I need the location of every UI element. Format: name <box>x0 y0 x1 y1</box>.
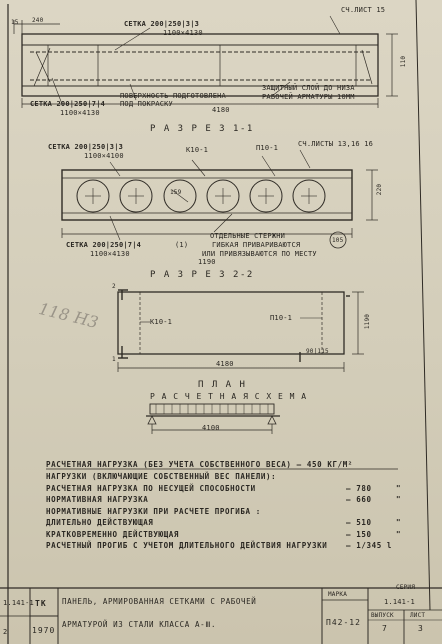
s1-cover-note-1: ЗАЩИТНЫЙ СЛОЙ ДО НИЗА <box>262 84 355 92</box>
load-row-value: — 510 <box>346 518 372 527</box>
plan-outline <box>117 289 364 372</box>
load-row-label: ДЛИТЕЛЬНО ДЕЙСТВУЮЩАЯ <box>46 518 154 527</box>
s2-rods-note-2: ГИБКАЯ ПРИВАРИВАЮТСЯ <box>212 241 301 249</box>
plan-cut-1: 1 <box>112 356 116 363</box>
s2-rods-note-3: ИЛИ ПРИВЯЗЫВАЮТСЯ ПО МЕСТУ <box>202 250 317 258</box>
s1-length: 4180 <box>212 106 230 114</box>
tb-issue-head: ВЫПУСК <box>371 612 394 619</box>
dim-15: 15 <box>11 19 19 26</box>
calc-scheme-title: Р А С Ч Е Т Н А Я С Х Е М А <box>150 392 308 401</box>
sheet-ref-label: СЧ.ЛИСТ 15 <box>341 6 386 14</box>
s2-mark-1: (1) <box>175 241 189 249</box>
load-row-label: РАСЧЕТНАЯ НАГРУЗКА ПО НЕСУЩЕЙ СПОСОБНОСТ… <box>46 484 256 493</box>
s1-cover-note-2: РАБОЧЕЙ АРМАТУРЫ 10ММ <box>262 93 355 101</box>
load-row-unit: " <box>396 530 402 539</box>
load-row-label: РАСЧЕТНЫЙ ПРОГИБ С УЧЕТОМ ДЛИТЕЛЬНОГО ДЕ… <box>46 541 328 550</box>
load-row-value: — 150 <box>346 530 372 539</box>
s2-sheets-ref: СЧ.ЛИСТЫ 13,16 16 <box>298 140 374 148</box>
load-row-value: — 1/345 l <box>346 541 393 550</box>
s1-surface-note-1: ПОВЕРХНОСТЬ ПОДГОТОВЛЕНА <box>120 92 226 100</box>
plan-cut-2: 2 <box>112 283 116 290</box>
s2-rods-note-1: ОТДЕЛЬНЫЕ СТЕРЖНИ <box>210 232 286 240</box>
tb-series: 1.141-1 <box>384 598 415 606</box>
tb-issue: 7 <box>382 624 388 633</box>
tb-desc-2: АРМАТУРОЙ ИЗ СТАЛИ КЛАССА А-Ⅲ. <box>62 620 217 629</box>
load-row-label: НАГРУЗКИ (ВКЛЮЧАЮЩИЕ СОБСТВЕННЫЙ ВЕС ПАН… <box>46 472 277 481</box>
plan-title: П Л А Н <box>198 380 247 390</box>
load-row-unit: " <box>396 484 402 493</box>
s1-mesh-top-size: 1100×4130 <box>163 29 203 37</box>
plan-frame-k: К10-1 <box>150 318 173 326</box>
s2-width: 1190 <box>198 258 216 266</box>
tb-sheet-head: ЛИСТ <box>410 612 426 619</box>
s2-void-dim: 159 <box>170 189 182 196</box>
s2-mesh-top-size: 1100×4100 <box>84 152 124 160</box>
calc-scheme-outline <box>146 403 280 434</box>
tb-desc-1: ПАНЕЛЬ, АРМИРОВАННАЯ СЕТКАМИ С РАБОЧЕЙ <box>62 597 257 606</box>
s1-mesh-bottom: СЕТКА 200|250|7|4 <box>30 100 106 108</box>
s2-height: 220 <box>376 183 384 196</box>
tb-mark: П42-12 <box>326 618 361 627</box>
s1-mesh-top: СЕТКА 200|250|3|3 <box>124 20 200 28</box>
plan-frame-p: П10-1 <box>270 314 293 322</box>
title-block-frame <box>0 587 442 644</box>
s2-frame-k: К10-1 <box>186 146 209 154</box>
plan-length: 4180 <box>216 360 234 368</box>
dim-240: 240 <box>32 17 44 24</box>
s2-circle-ref: 105 <box>332 237 344 244</box>
section-1-1-outline <box>13 15 398 108</box>
section-2-2-outline <box>61 149 378 249</box>
tb-year: 1970 <box>32 626 56 635</box>
calc-scheme-span: 4100 <box>202 424 220 432</box>
load-row-label: НОРМАТИВНЫЕ НАГРУЗКИ ПРИ РАСЧЕТЕ ПРОГИБА… <box>46 507 261 516</box>
s2-mesh-bottom: СЕТКА 200|250|7|4 <box>66 241 142 249</box>
s2-title: Р А З Р Е З 2-2 <box>150 270 254 280</box>
tb-left-bottom: 2 <box>3 628 8 636</box>
load-row-label: КРАТКОВРЕМЕННО ДЕЙСТВУЮЩАЯ <box>46 530 179 539</box>
tb-left-top: 1.141-1 <box>3 599 34 607</box>
load-row-label: НОРМАТИВНАЯ НАГРУЗКА <box>46 495 149 504</box>
s2-frame-p: П10-1 <box>256 144 279 152</box>
load-row-unit: " <box>396 518 402 527</box>
load-row-unit: " <box>396 495 402 504</box>
s1-surface-note-2: ПОД ПОКРАСКУ <box>120 100 173 108</box>
loads-header: РАСЧЕТНАЯ НАГРУЗКА (БЕЗ УЧЕТА СОБСТВЕННО… <box>46 460 353 469</box>
load-row-value: — 660 <box>346 495 372 504</box>
tb-series-head: СЕРИЯ <box>396 584 416 591</box>
load-row-value: — 780 <box>346 484 372 493</box>
s2-mesh-top: СЕТКА 200|250|3|3 <box>48 143 124 151</box>
tb-mark-head: МАРКА <box>328 591 348 598</box>
plan-corner-dim: 90|115 <box>306 348 329 355</box>
tb-sheet: 3 <box>418 624 424 633</box>
tb-org: ТК <box>35 599 47 608</box>
s1-mesh-bottom-size: 1100×4130 <box>60 109 100 117</box>
plan-width: 1190 <box>364 313 372 330</box>
s1-title: Р А З Р Е З 1-1 <box>150 124 254 134</box>
s2-mesh-bottom-size: 1100×4130 <box>90 250 130 258</box>
dim-110: 110 <box>400 55 408 68</box>
